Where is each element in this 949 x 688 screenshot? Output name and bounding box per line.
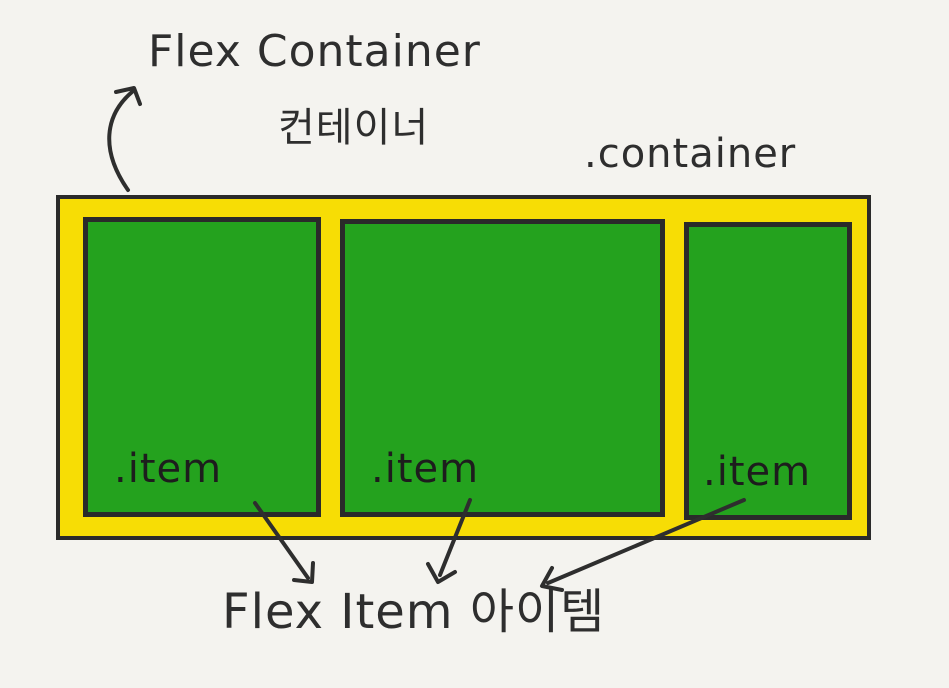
item2-arrowhead <box>426 562 457 584</box>
flex-container-subtitle: 컨테이너 <box>278 105 430 151</box>
container-to-title-arrow <box>107 90 134 192</box>
flex-item-2: .item <box>340 219 665 517</box>
item-label-3: .item <box>703 449 812 495</box>
container-to-title-arrowhead <box>114 86 142 106</box>
item-label-1: .item <box>114 446 223 492</box>
flex-container-box: .item .item .item <box>56 195 871 540</box>
flex-item-caption: Flex Item 아이템 <box>222 584 606 640</box>
flex-item-3: .item <box>684 222 852 520</box>
flex-item-1: .item <box>83 217 321 517</box>
item1-arrowhead <box>292 561 315 584</box>
item-label-2: .item <box>371 446 480 492</box>
flex-container-title: Flex Container <box>148 26 481 77</box>
container-class-label: .container <box>584 131 797 177</box>
